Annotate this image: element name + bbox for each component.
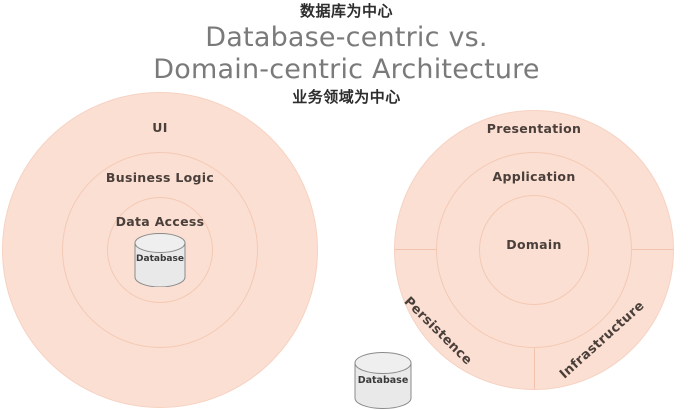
- chinese-caption-domain-centric: 业务领域为中心: [292, 88, 401, 106]
- right-divider-left: [395, 249, 436, 250]
- page-title-line2: Domain-centric Architecture: [153, 54, 540, 85]
- database-cylinder-icon: [354, 352, 412, 409]
- right-middle-ring-application: [436, 152, 632, 348]
- right-divider-bottom: [534, 348, 535, 389]
- left-database-cylinder: Database: [132, 233, 188, 287]
- right-layer-label-presentation: Presentation: [486, 121, 582, 136]
- bottom-database-cylinder: Database: [352, 352, 414, 409]
- database-cylinder-icon: [134, 233, 186, 287]
- left-layer-label-ui: UI: [152, 120, 168, 135]
- right-layer-label-domain: Domain: [506, 237, 562, 252]
- left-layer-label-business-logic: Business Logic: [105, 170, 215, 185]
- page-title-line1: Database-centric vs.: [205, 22, 488, 53]
- right-layer-label-application: Application: [492, 169, 576, 184]
- left-middle-ring-business-logic: [62, 152, 258, 348]
- title-block: 数据库为中心 Database-centric vs. Domain-centr…: [0, 0, 693, 107]
- left-layer-label-data-access: Data Access: [115, 214, 205, 229]
- left-inner-ring-data-access: [107, 197, 213, 303]
- right-divider-right: [632, 249, 673, 250]
- chinese-caption-database-centric: 数据库为中心: [299, 2, 393, 20]
- right-inner-ring-domain: [479, 195, 589, 305]
